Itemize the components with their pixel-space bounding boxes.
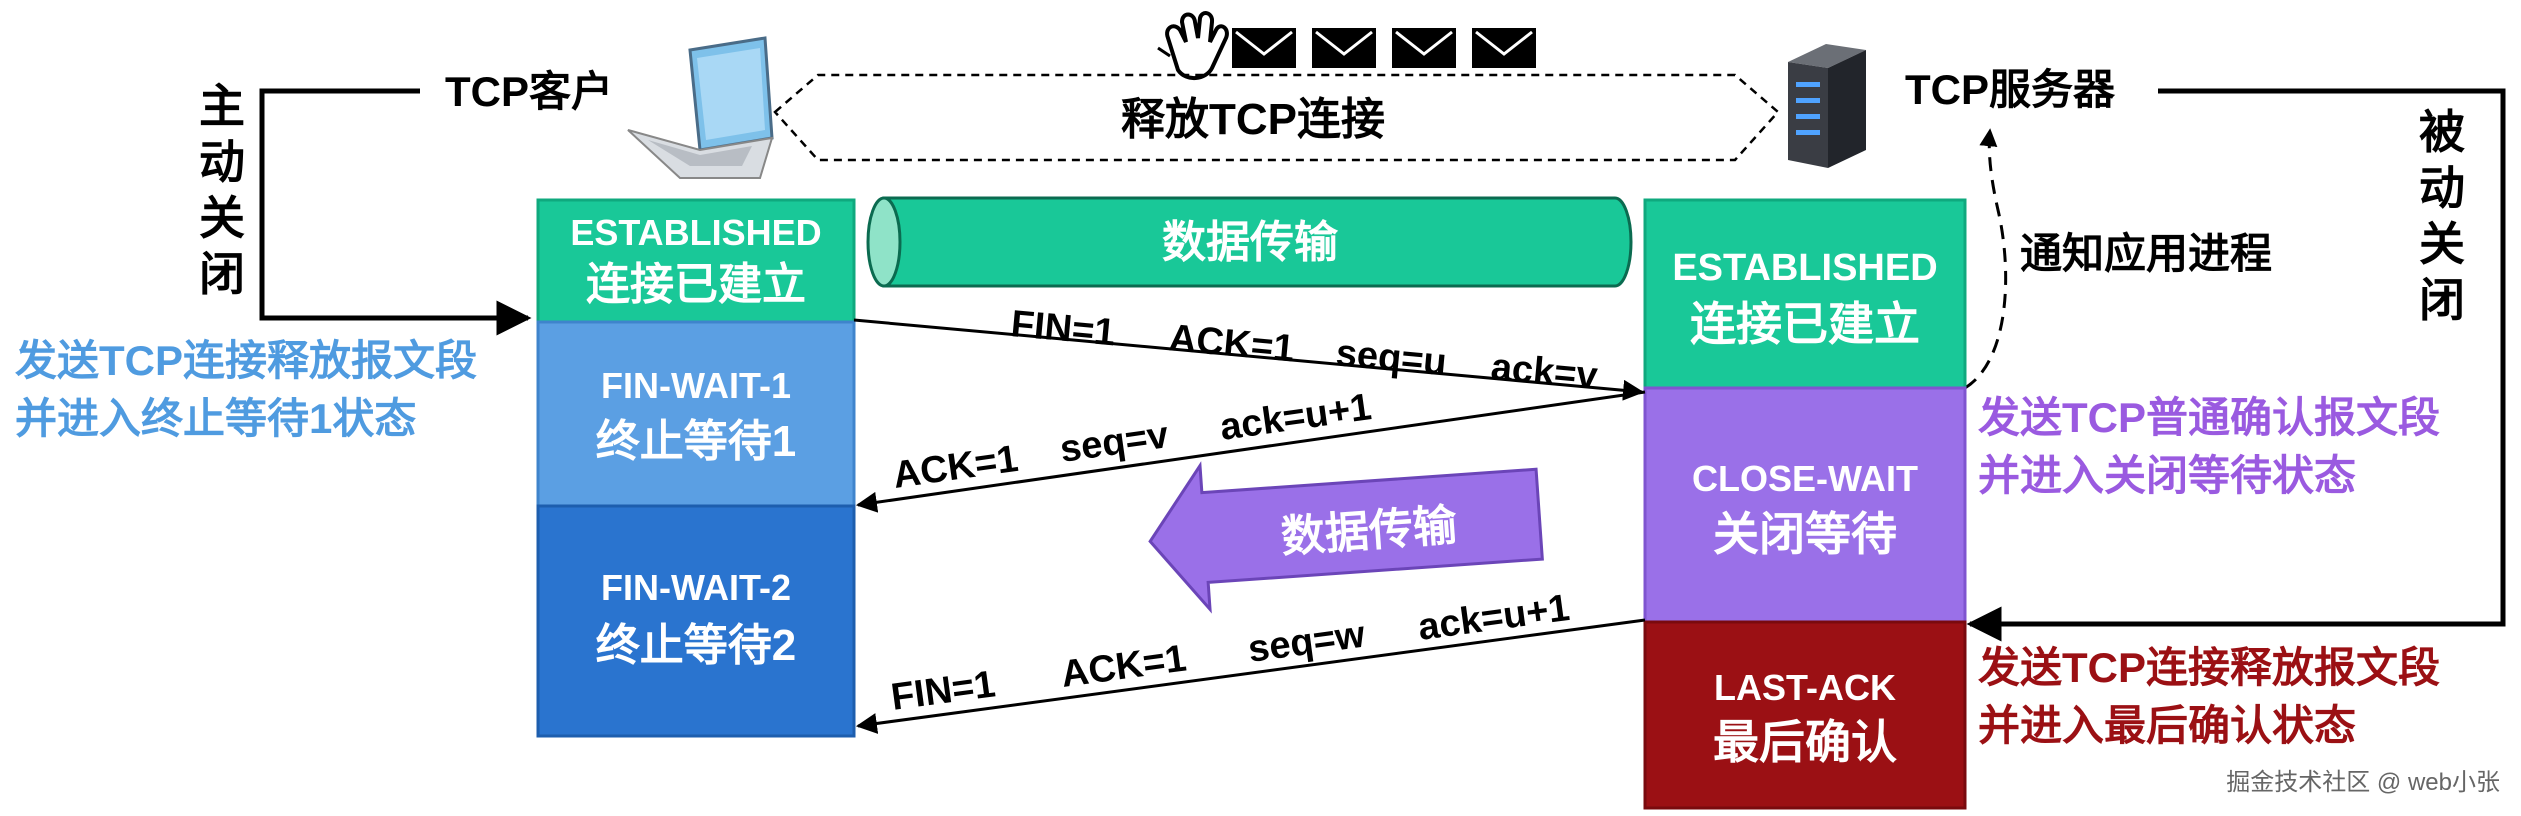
state-zh: 连接已建立: [586, 260, 806, 309]
state-zh: 最后确认: [1713, 716, 1897, 768]
waving-hand-icon: [1157, 11, 1229, 80]
server-side-bracket: [1966, 88, 2506, 642]
client-label: TCP客户: [445, 68, 613, 115]
server-icon: [1788, 44, 1866, 168]
message-field: seq=w: [1246, 614, 1368, 671]
server-side-label: 被 动 关 闭: [2419, 106, 2465, 326]
state-zh: 关闭等待: [1713, 508, 1897, 560]
client-note-line: 并进入终止等待1状态: [15, 395, 416, 442]
message-field: FIN=1: [1009, 303, 1117, 354]
client-state-established: ESTABLISHED 连接已建立: [536, 198, 856, 324]
notify-app-arrow: [1964, 128, 2008, 390]
server-state-close-wait: CLOSE-WAIT 关闭等待: [1643, 386, 1967, 624]
envelope-icon: [1312, 28, 1376, 68]
state-en: LAST-ACK: [1714, 667, 1896, 708]
release-connection-label: 释放TCP连接: [1121, 95, 1385, 144]
watermark: 掘金技术社区 @ web小张: [2226, 769, 2500, 796]
state-en: FIN-WAIT-1: [601, 365, 791, 406]
client-note: 发送TCP连接释放报文段 并进入终止等待1状态: [15, 337, 477, 442]
client-side-char: 动: [199, 136, 245, 188]
state-zh: 终止等待1: [596, 417, 796, 466]
server-note-fin: 发送TCP连接释放报文段 并进入最后确认状态: [1978, 644, 2440, 749]
message-arrow-fin: [853, 318, 1645, 401]
message-field: ACK=1: [1167, 317, 1296, 370]
message-arrow-ack: [855, 390, 1646, 513]
client-side-label: 主 动 关 闭: [199, 80, 245, 300]
client-note-line: 发送TCP连接释放报文段: [15, 337, 477, 384]
release-connection-arrow: [773, 73, 1780, 162]
server-note-ack: 发送TCP普通确认报文段 并进入关闭等待状态: [1978, 394, 2440, 499]
state-en: FIN-WAIT-2: [601, 567, 791, 608]
state-en: ESTABLISHED: [570, 212, 821, 253]
envelope-icon: [1472, 28, 1536, 68]
envelope-icon: [1392, 28, 1456, 68]
message-field: ACK=1: [890, 438, 1020, 497]
laptop-icon: [627, 36, 774, 179]
client-side-char: 主: [199, 80, 245, 132]
message-field: ack=u+1: [1217, 386, 1374, 449]
server-state-last-ack: LAST-ACK 最后确认: [1643, 620, 1967, 810]
state-en: ESTABLISHED: [1672, 247, 1937, 289]
server-state-established: ESTABLISHED 连接已建立: [1643, 198, 1967, 390]
state-en: CLOSE-WAIT: [1692, 458, 1918, 499]
message-field: seq=u: [1334, 332, 1448, 384]
data-transfer-label-1: 数据传输: [1162, 218, 1339, 267]
client-state-fin-wait-1: FIN-WAIT-1 终止等待1: [536, 320, 856, 508]
server-note-line: 发送TCP连接释放报文段: [1978, 644, 2440, 691]
data-transfer-arrow: [1148, 461, 1544, 614]
server-side-char: 动: [2419, 162, 2465, 214]
state-zh: 终止等待2: [596, 621, 796, 670]
client-side-char: 关: [199, 192, 245, 244]
client-side-char: 闭: [199, 248, 245, 300]
server-note-line: 并进入关闭等待状态: [1978, 452, 2356, 499]
client-side-bracket: [259, 88, 532, 336]
state-zh: 连接已建立: [1690, 298, 1920, 350]
message-field: ACK=1: [1059, 637, 1189, 695]
message-field: ack=v: [1489, 346, 1599, 398]
server-side-char: 关: [2419, 218, 2465, 270]
server-side-char: 闭: [2419, 274, 2465, 326]
server-note-line: 发送TCP普通确认报文段: [1978, 394, 2440, 441]
server-label: TCP服务器: [1905, 66, 2116, 113]
client-state-fin-wait-2: FIN-WAIT-2 终止等待2: [536, 504, 856, 738]
data-transfer-pipe: [866, 196, 1633, 288]
notify-app-label: 通知应用进程: [2020, 230, 2272, 277]
message-arrow-server-fin: [855, 618, 1646, 734]
message-1-fields: FIN=1 ACK=1 seq=u ack=v: [1009, 303, 1599, 398]
server-note-line: 并进入最后确认状态: [1978, 702, 2356, 749]
server-side-char: 被: [2419, 106, 2465, 158]
envelope-icon: [1232, 28, 1296, 68]
message-3-fields: FIN=1 ACK=1 seq=w ack=u+1: [889, 587, 1572, 719]
